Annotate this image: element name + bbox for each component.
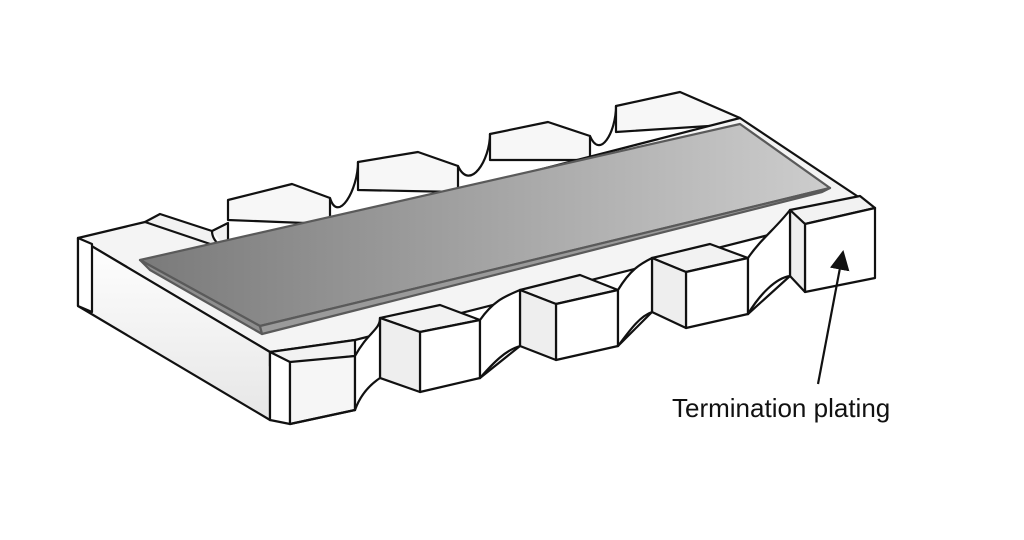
front-scallops [353, 208, 792, 412]
front-terminal-1-side [288, 354, 357, 426]
front-terminal-2-side [378, 316, 422, 394]
front-terminal-5-side [788, 208, 807, 294]
front-scallop-1 [353, 316, 382, 412]
chip-bottom-edge [288, 274, 792, 426]
back-scallop-3 [456, 132, 492, 177]
back-scallop-4 [588, 104, 618, 147]
back-scallop-2 [328, 160, 360, 209]
front-scallop-4 [746, 208, 792, 316]
front-terminal-1-face [268, 350, 292, 426]
left-end-strip [76, 236, 94, 314]
back-terminal-2 [226, 182, 332, 226]
termination-plating-label: Termination plating [672, 393, 891, 423]
front-terminal-2-face [418, 318, 482, 394]
front-terminals [268, 194, 877, 426]
resistive-element-edge-right [258, 186, 832, 336]
back-terminal-3 [356, 150, 460, 194]
front-terminal-5-face [803, 206, 877, 294]
callout-arrow [816, 250, 850, 385]
back-terminal-4 [488, 120, 592, 162]
back-terminals [143, 90, 742, 252]
